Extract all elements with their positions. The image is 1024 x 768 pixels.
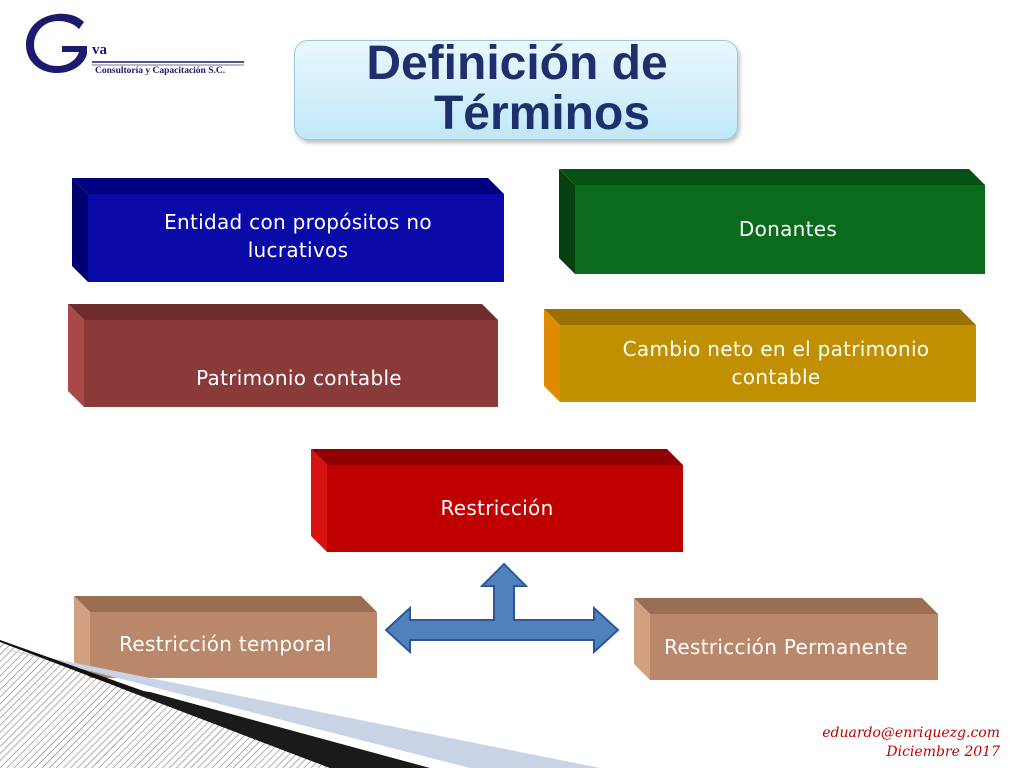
block-restriccion-label: Restricción — [440, 496, 554, 520]
block-temporal-shape — [74, 596, 377, 678]
block-entidad-line-2: lucrativos — [247, 238, 349, 262]
block-restriccion-temporal: Restricción temporal — [74, 596, 377, 678]
block-restriccion-shape — [311, 449, 683, 552]
block-entidad-shape — [72, 178, 504, 282]
logo-g-mark-icon — [26, 13, 244, 73]
title-line-2: Términos — [433, 87, 651, 140]
block-entidad: Entidad con propósitos no lucrativos — [72, 178, 504, 282]
logo-company-name: Consultoría y Capacitación S.C. — [95, 66, 226, 76]
block-patrimonio: Patrimonio contable — [68, 304, 498, 407]
page-title: Definición de Términos — [295, 39, 739, 139]
block-restriccion: Restricción — [311, 449, 683, 552]
block-permanente-label: Restricción Permanente — [664, 635, 908, 659]
block-donantes-shape — [559, 169, 985, 274]
block-cambio-line-2: contable — [731, 365, 821, 389]
block-cambio-line-1: Cambio neto en el patrimonio — [622, 337, 930, 361]
block-restriccion-permanente: Restricción Permanente — [634, 598, 938, 680]
block-donantes: Donantes — [559, 169, 985, 274]
logo-va-text: va — [92, 42, 107, 58]
decorative-stripes — [0, 640, 600, 768]
footer: eduardo@enriquezg.com Diciembre 2017 — [760, 724, 1000, 762]
company-logo: va Consultoría y Capacitación S.C. — [22, 12, 252, 82]
footer-email: eduardo@enriquezg.com — [822, 725, 1000, 741]
block-patrimonio-shape — [68, 304, 498, 407]
title-line-1: Definición de — [366, 37, 668, 90]
block-donantes-label: Donantes — [738, 217, 838, 241]
footer-date: Diciembre 2017 — [886, 744, 1000, 760]
block-cambio-shape — [544, 309, 976, 402]
title-box: Definición de Términos — [294, 39, 739, 140]
block-cambio-label: Cambio neto en el patrimonio contable — [544, 335, 992, 391]
block-temporal-label: Restricción temporal — [119, 632, 332, 656]
block-entidad-label: Entidad con propósitos no lucrativos — [72, 208, 514, 264]
three-way-arrow-icon — [384, 562, 620, 655]
block-permanente-shape — [634, 598, 938, 680]
block-cambio: Cambio neto en el patrimonio contable — [544, 309, 976, 402]
block-entidad-line-1: Entidad con propósitos no — [164, 210, 432, 234]
block-patrimonio-label: Patrimonio contable — [196, 366, 402, 390]
